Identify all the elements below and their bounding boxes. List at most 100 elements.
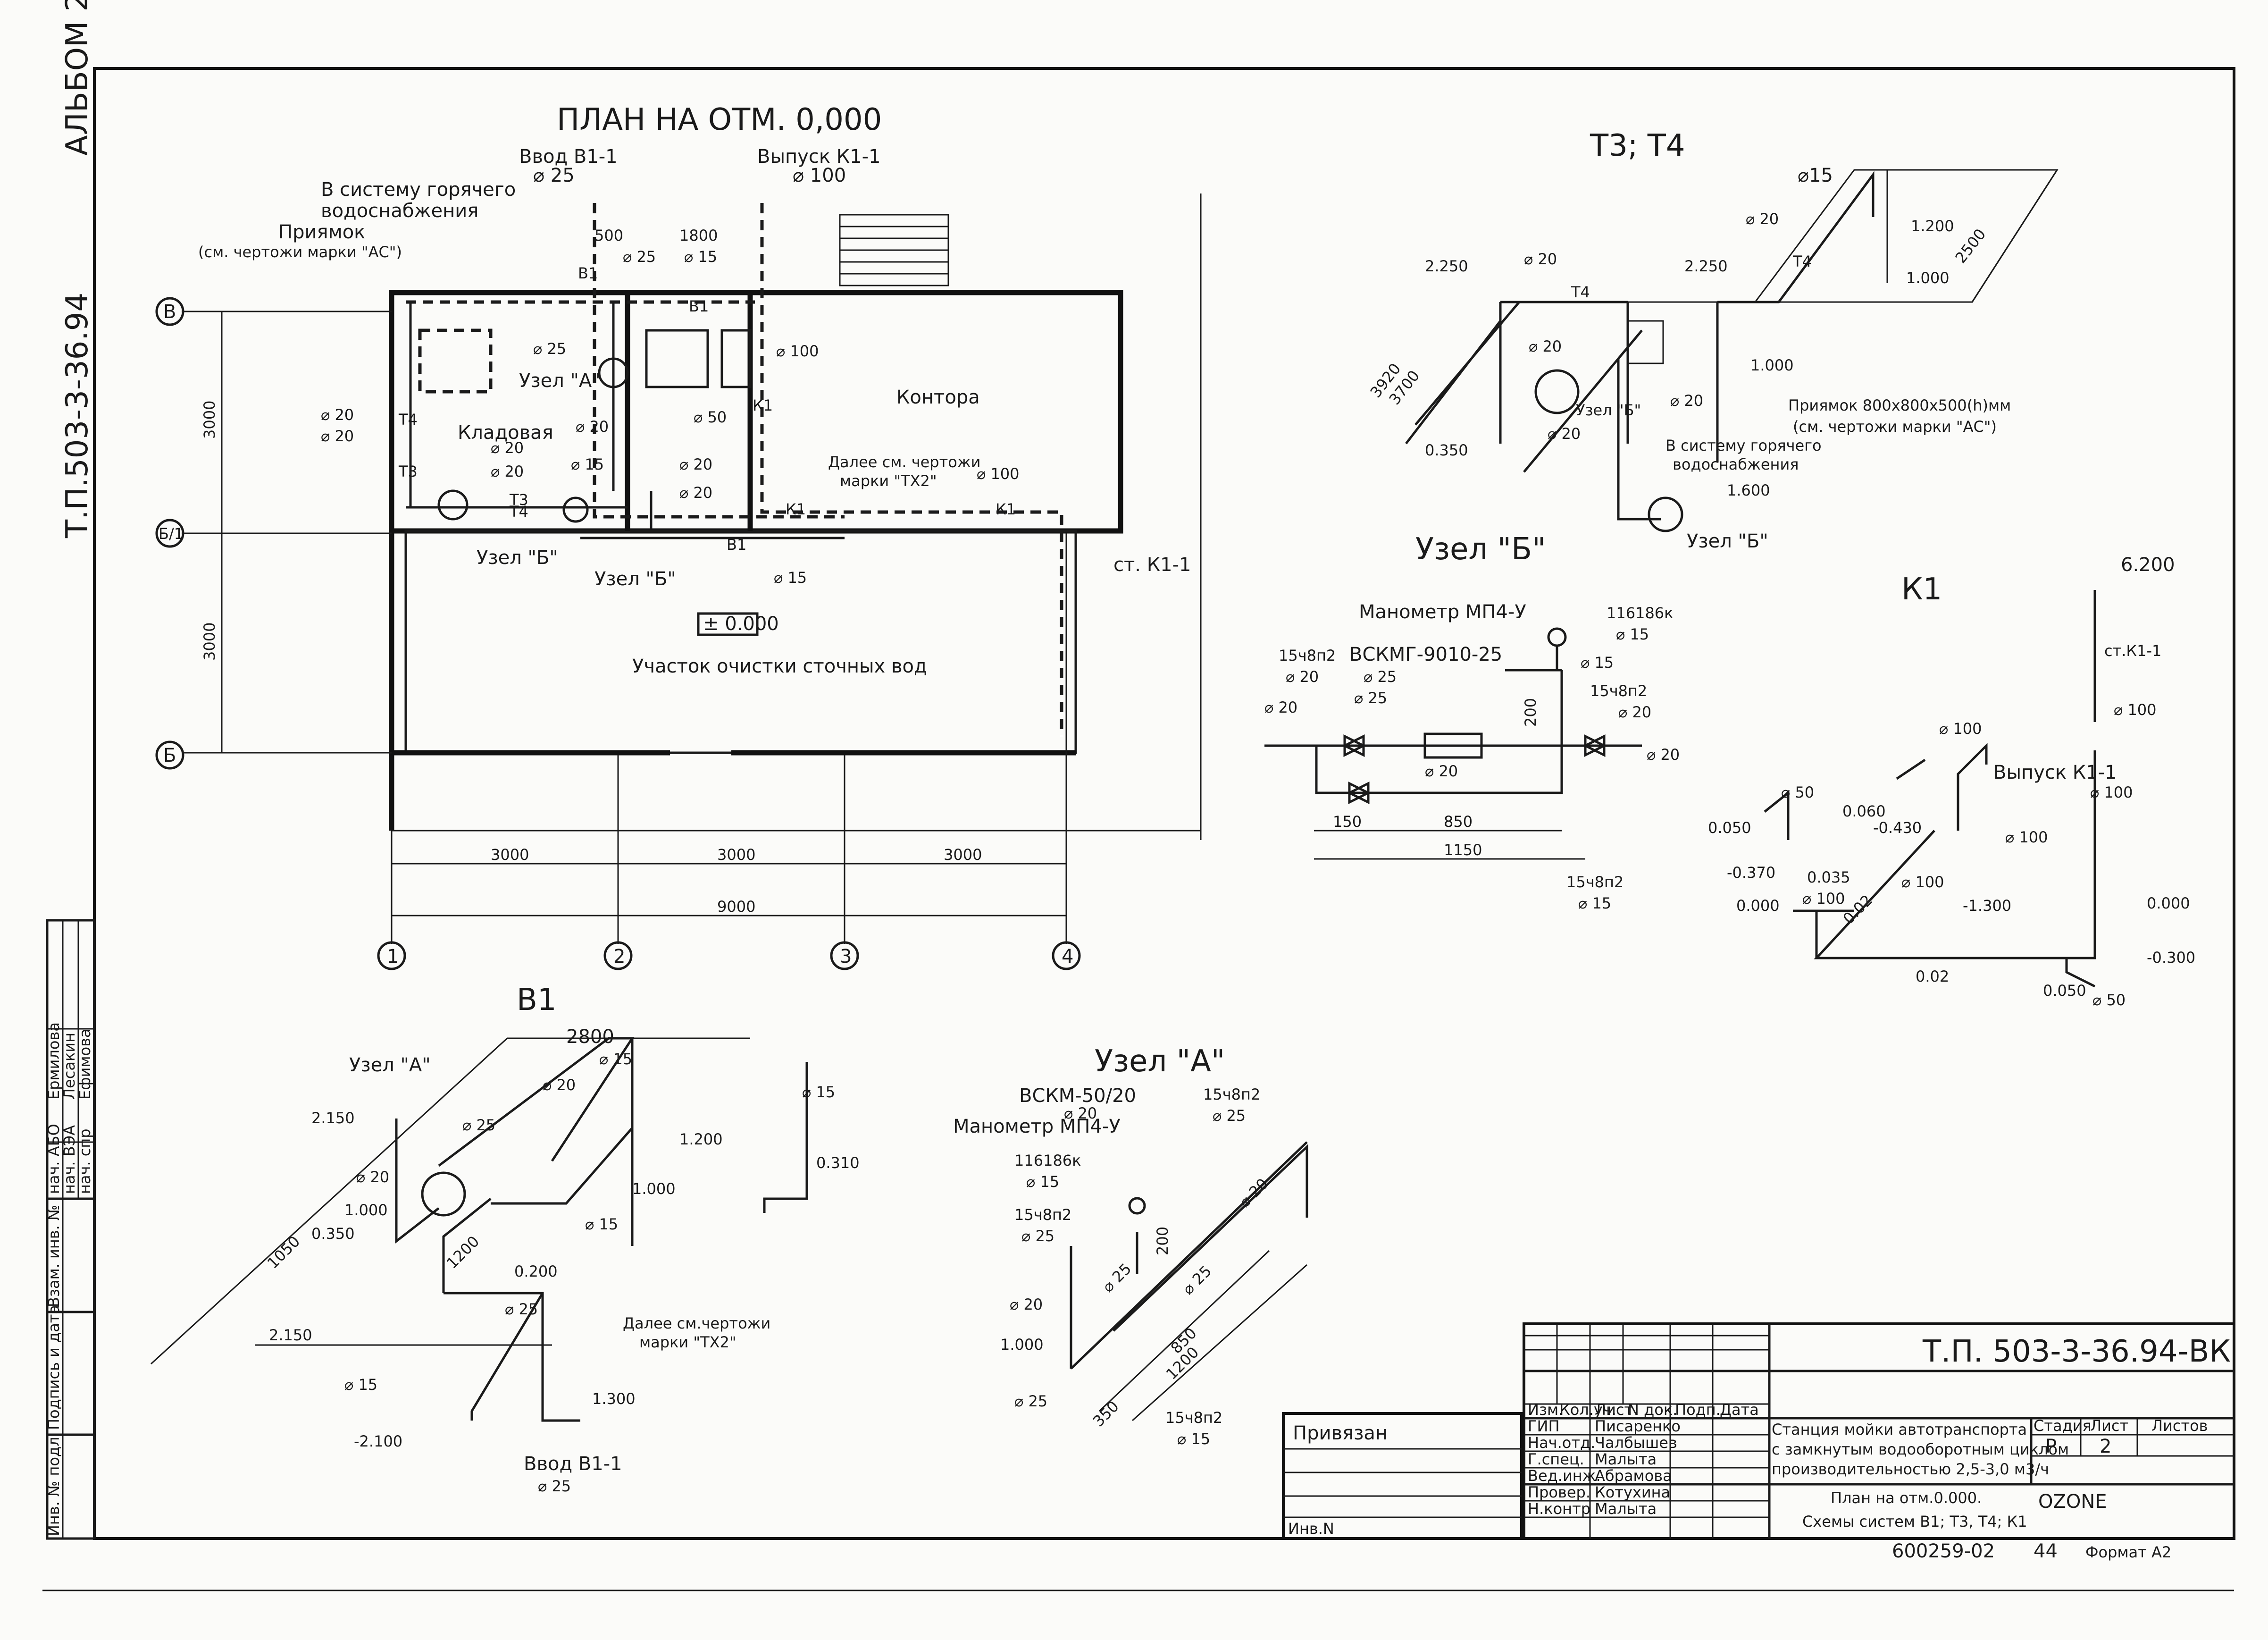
t3t4-node-b2: Узел "Б" [1687,530,1768,552]
k1-d100a: ⌀ 100 [2114,701,2157,719]
t3t4-node-b: Узел "Б" [1576,401,1641,419]
plan-outlet-label: Выпуск К1-1 [757,146,880,168]
k1-title: К1 [1901,572,1942,607]
b1-node-a: Узел "А" [349,1054,431,1076]
node-b-d15: ⌀ 15 [1581,654,1614,672]
stamp-role-2: нач. ВЭА [60,1125,78,1194]
title-role-1: Нач.отд. [1528,1434,1595,1452]
scheme-t3t4: Т3; Т4 ⌀15 ⌀ 20 ⌀ 20 ⌀ 20 ⌀ 20 ⌀ 20 1.20… [1366,128,2059,552]
plan-d15a: ⌀ 15 [684,248,717,266]
title-sheet1: План на отм.0.000. [1831,1489,1982,1507]
k1-riser: ст.К1-1 [2104,642,2161,660]
b1-e1000a: 1.000 [344,1201,388,1219]
t3t4-hot2: водоснабжения [1673,455,1799,473]
plan-d100b: ⌀ 100 [977,465,1020,483]
t3t4-pit2: (см. чертожи марки "АС") [1793,418,1997,436]
plan-title: ПЛАН НА ОТМ. 0,000 [557,102,882,137]
stamp-role-3: нач. спр [76,1128,94,1194]
node-a-dim350: 350 [1089,1397,1122,1430]
plan-d50: ⌀ 50 [694,408,727,426]
node-b-detail: Узел "Б" Манометр МП4-У 116186к ⌀ 15 ВСК… [1264,532,1680,912]
title-col-stage: Стадия [2034,1417,2092,1435]
t3t4-d20d: ⌀ 20 [1670,392,1703,410]
title-sheet: 2 [2100,1436,2111,1457]
title-sheet2: Схемы систем В1; Т3, Т4; К1 [1802,1513,2027,1531]
k1-e6200: 6.200 [2121,554,2175,576]
node-a-v15cd: ⌀ 15 [1177,1430,1210,1448]
t3t4-title: Т3; Т4 [1590,128,1685,163]
k1-d50a: ⌀ 50 [1781,783,1814,801]
dim-h-1: 3000 [491,846,529,864]
t3t4-t4b: Т4 [1792,252,1812,270]
plan-t4b: Т4 [509,503,528,521]
plan-t4: Т4 [398,411,418,429]
node-b-manometer: Манометр МП4-У [1359,601,1526,623]
dim-h-3: 3000 [944,846,982,864]
node-b-dim150: 150 [1333,813,1362,831]
plan-inlet-d: ⌀ 25 [533,165,575,186]
b1-further1: Далее см.чертожи [623,1314,770,1332]
t3t4-pit: Приямок 800х800х500(h)мм [1788,396,2011,414]
plan-further2: марки "ТХ2" [840,472,937,490]
room-storage: Кладовая [458,422,553,444]
stamp-name-1: Ермилова [45,1022,63,1100]
room-treatment: Участок очистки сточных вод [632,656,927,677]
title-head-0: Изм. [1528,1401,1563,1419]
t3t4-e1000: 1.000 [1906,269,1950,287]
title-code: Т.П. 503-3-36.94-ВК [1922,1334,2231,1369]
node-b-v15b: 15ч8п2 [1590,682,1647,700]
node-b-vskd: ⌀ 25 [1364,668,1397,686]
dim-v-2: 3000 [201,622,218,661]
t3t4-d20c: ⌀ 20 [1529,337,1562,355]
sheet-frame: АЛЬБОМ 2 Т.П.503-3-36.94 [42,0,2235,1591]
axis-col-4: 4 [1062,946,1073,967]
t3t4-d20e: ⌀ 20 [1548,425,1581,443]
node-a-v15bd: ⌀ 25 [1213,1107,1246,1125]
node-b-v15bd: ⌀ 20 [1618,703,1651,721]
b1-e1300: 1.300 [592,1390,636,1408]
node-a-v15b: 15ч8п2 [1203,1085,1260,1103]
k1-e1300: -1.300 [1963,897,2011,915]
node-b-d20b: ⌀ 20 [1425,762,1458,780]
k1-e0370: -0.370 [1727,864,1775,882]
dim-total: 9000 [717,898,755,916]
node-b-v116: 116186к [1607,604,1673,622]
title-role-5: Н.контр [1528,1500,1590,1518]
plan-d20c: ⌀ 20 [491,439,524,457]
node-b-marker [437,489,469,521]
plan-d15b: ⌀ 15 [571,455,604,473]
title-head-2: Лист [1595,1401,1633,1419]
k1-e0050: 0.050 [1708,819,1751,837]
k1-e0050b: 0.050 [2043,982,2086,1000]
node-a-v116d: ⌀ 15 [1026,1173,1059,1191]
plan-node-a: Узел "А" [519,370,601,392]
k1-d100d: ⌀ 100 [2005,828,2048,846]
node-b-dim1150: 1150 [1444,841,1482,859]
t3t4-hot1: В систему горячего [1665,437,1822,454]
k1-d100b: ⌀ 100 [1939,720,1982,738]
dim-h-2: 3000 [717,846,755,864]
stamp-field-2: Подпись и дата [45,1305,63,1430]
title-bound: Привязан [1293,1422,1388,1444]
fixture-toilet [720,329,752,388]
node-a-manometer: Манометр МП4-У [953,1116,1121,1137]
plan-d20b: ⌀ 20 [321,427,354,445]
b1-title: В1 [517,983,557,1018]
node-a-marker [598,357,629,388]
t3t4-d20a: ⌀ 20 [1746,210,1779,228]
t3t4-e1200: 1.200 [1911,217,1954,235]
node-b-v15ad: ⌀ 20 [1286,668,1319,686]
t3t4-e2250b: 2.250 [1684,257,1728,275]
k1-d50b: ⌀ 50 [2092,991,2126,1009]
node-b-v15a: 15ч8п2 [1279,647,1336,664]
node-b-dim200: 200 [1522,698,1540,727]
plan-d20g: ⌀ 20 [679,484,712,502]
k1-slope-b: 0.02 [1916,967,1949,985]
node-a-vskd: ⌀ 20 [1064,1104,1097,1122]
b1-e1200: 1.200 [679,1130,723,1148]
scheme-k1: К1 6.200 ст.К1-1 ⌀ 100 ⌀ 100 ⌀ 100 ⌀ 100… [1708,554,2195,1009]
stamp-name-3: Ефимова [76,1028,94,1100]
node-b-v15c: 15ч8п2 [1566,873,1624,891]
plan-node-b: Узел "Б" [477,547,558,569]
node-b-v15cd: ⌀ 15 [1578,894,1611,912]
